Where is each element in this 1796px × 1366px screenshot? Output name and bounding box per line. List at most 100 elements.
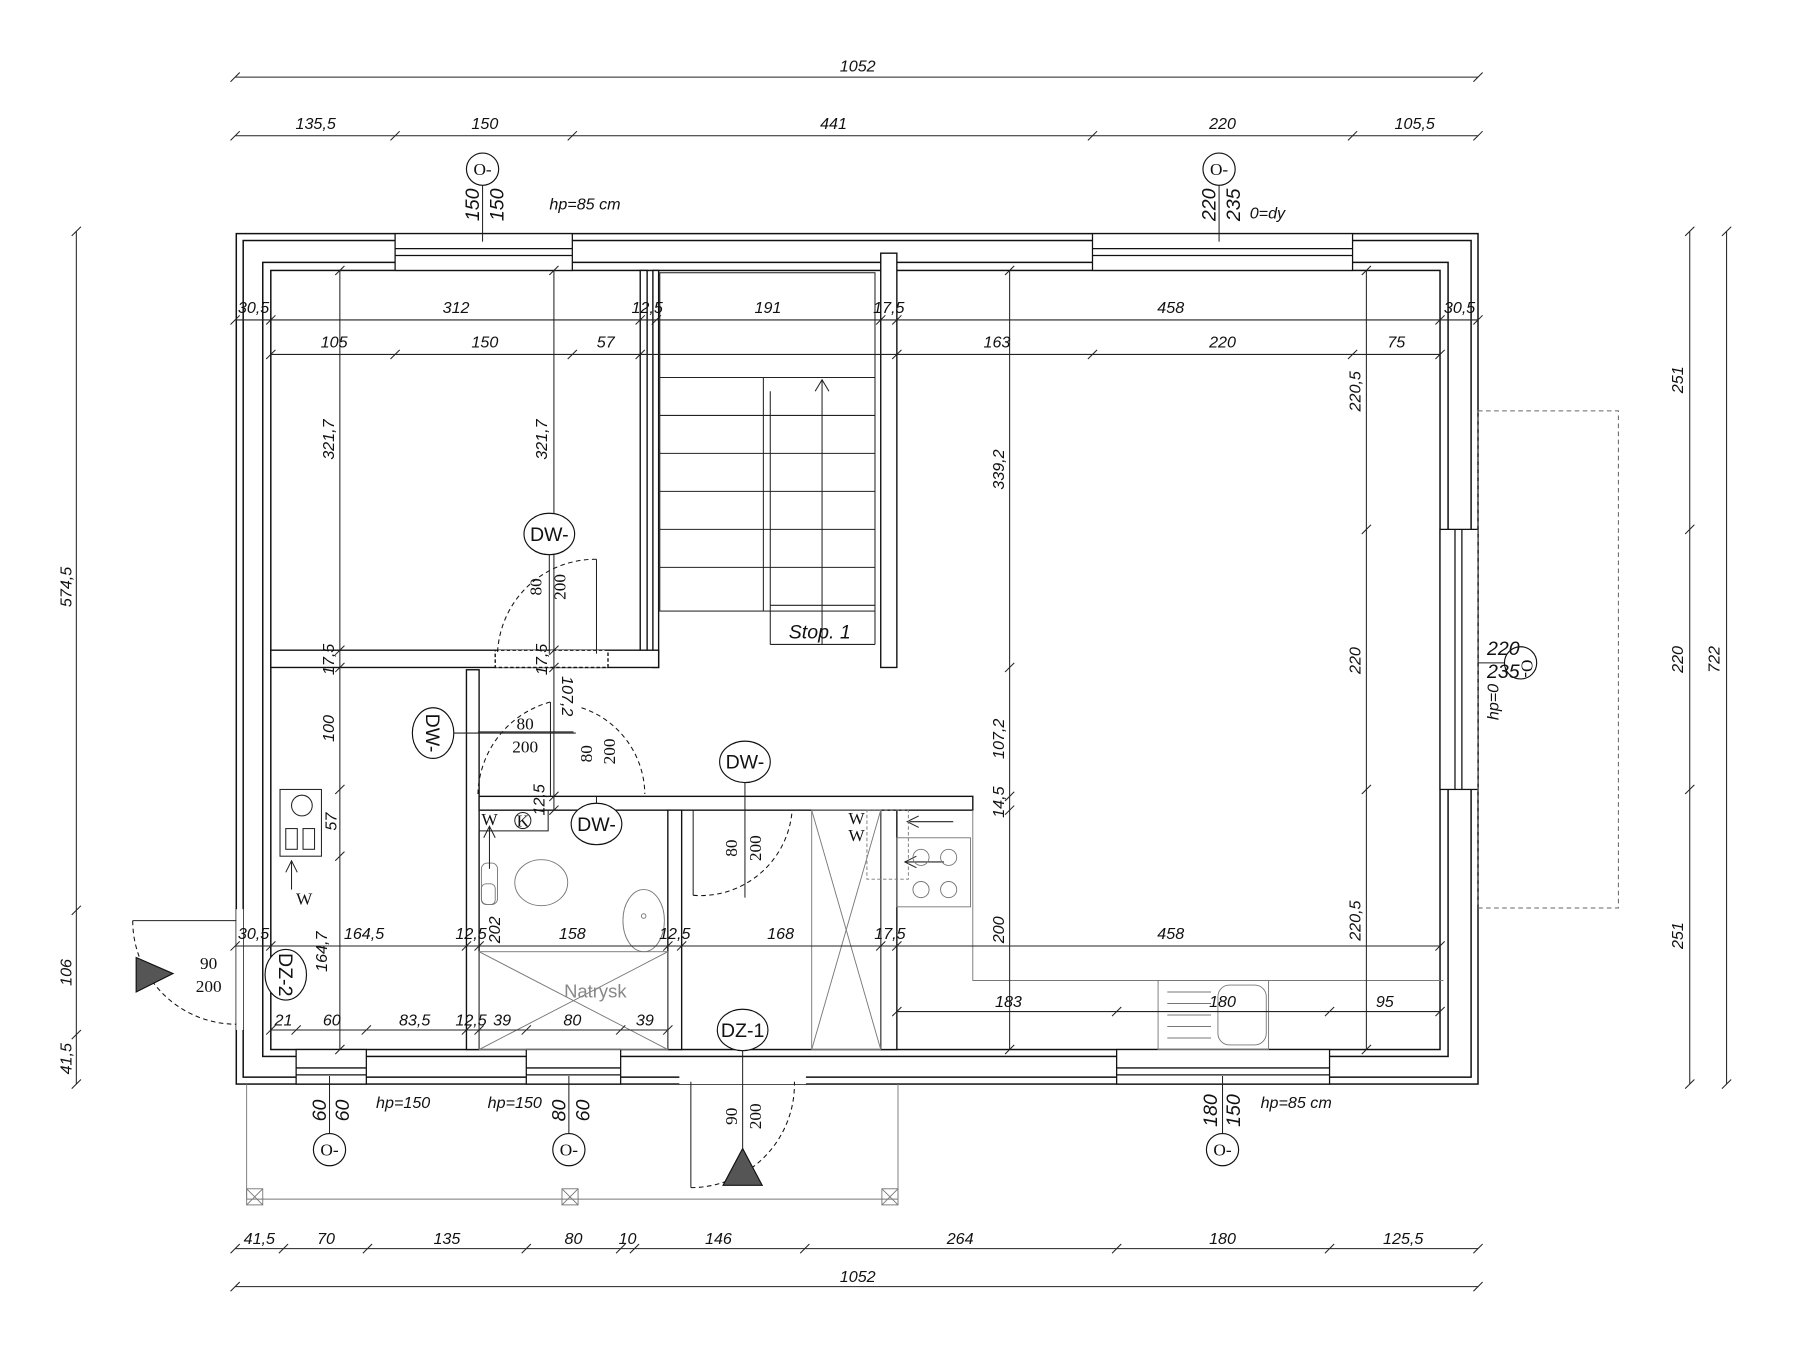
window-height: 235 — [1486, 661, 1520, 683]
k-label: K — [517, 811, 530, 830]
dimension-label: 220,5 — [1347, 371, 1365, 412]
dimension-tick — [1004, 662, 1015, 673]
dimension-label: 12,5 — [531, 784, 549, 815]
dimension-label: 57 — [322, 812, 340, 831]
dimension-tick — [390, 130, 401, 141]
window-sill-height: hp=150 — [376, 1094, 430, 1112]
dimension-label: 125,5 — [1383, 1230, 1423, 1248]
installation-box — [478, 809, 549, 832]
window-width: 180 — [1200, 1094, 1222, 1127]
dimension-tick — [71, 1079, 82, 1090]
window-tag-label: O- — [1213, 1140, 1231, 1159]
k-symbol — [514, 811, 532, 830]
window-tag-circle — [1205, 1132, 1240, 1167]
dimension-tick — [1721, 226, 1732, 237]
dimension-tick — [265, 940, 276, 951]
dimension-label: 180 — [1209, 993, 1236, 1011]
dimension-tick — [615, 1024, 626, 1035]
window-width: 220 — [1486, 638, 1520, 660]
shower — [478, 809, 882, 1050]
dimension-label: 220 — [1208, 115, 1236, 133]
dimension-tick — [1004, 805, 1015, 816]
dimension-label: 146 — [705, 1230, 732, 1248]
w-label: W — [848, 809, 865, 828]
dimension-label: 264 — [946, 1230, 974, 1248]
dimension-tick — [1004, 265, 1015, 276]
dimension-label: 17,5 — [320, 644, 338, 675]
dimension-label: 107,2 — [990, 719, 1008, 759]
dimension-label: 80 — [565, 1230, 583, 1248]
toilet-icon — [480, 859, 569, 907]
dimension-tick — [1361, 265, 1372, 276]
dimension-tick — [548, 265, 559, 276]
door-height: 200 — [746, 835, 765, 861]
dimension-tick — [1324, 1243, 1335, 1254]
dimension-tick — [891, 1006, 902, 1017]
dimension-tick — [1361, 1044, 1372, 1055]
dimension-label: 180 — [1209, 1230, 1236, 1248]
door-tag-label: DZ-2 — [274, 953, 296, 996]
dimension-label: 107,2 — [558, 676, 576, 716]
window-height: 150 — [1223, 1094, 1245, 1127]
dimension-tick — [891, 314, 902, 325]
dimension-tick — [521, 1024, 532, 1035]
dimension-tick — [1347, 130, 1358, 141]
dimension-tick — [265, 1024, 276, 1035]
door-width: 80 — [526, 578, 545, 595]
dimension-tick — [461, 940, 472, 951]
door-swings — [132, 558, 795, 1189]
boiler-icon — [279, 788, 322, 857]
dimension-label: 39 — [493, 1011, 511, 1029]
dimension-label: 200 — [990, 916, 1008, 944]
dimension-label: 574,5 — [58, 567, 76, 607]
dimension-label: 17,5 — [874, 925, 905, 943]
dimension-tick — [1473, 130, 1483, 141]
dimension-tick — [1347, 349, 1358, 360]
dimension-tick — [1473, 1243, 1483, 1254]
dimension-tick — [265, 349, 276, 360]
dimension-label: 150 — [471, 334, 498, 352]
dimension-tick — [635, 314, 646, 325]
door-width: 80 — [722, 840, 741, 857]
terrace — [246, 1084, 899, 1206]
shower-label: Natrysk — [564, 981, 627, 1002]
dimension-tick — [230, 130, 241, 141]
dimension-label: 60 — [323, 1011, 341, 1029]
dimension-tick — [651, 314, 662, 325]
dimension-label: 14,5 — [990, 786, 1008, 817]
door-width: 80 — [577, 745, 596, 762]
dimension-label: 95 — [1376, 993, 1394, 1011]
dimension-label: 41,5 — [58, 1043, 76, 1074]
dimension-tick — [230, 1281, 241, 1292]
dimension-tick — [278, 1243, 289, 1254]
dimension-label: 83,5 — [399, 1011, 430, 1029]
dimension-label: 458 — [1157, 925, 1184, 943]
window-sill-height: hp=150 — [488, 1094, 542, 1112]
dimension-tick — [891, 349, 902, 360]
dimension-label: 220 — [1669, 646, 1687, 674]
dimension-tick — [230, 1243, 241, 1254]
dimension-tick — [334, 265, 345, 276]
dimension-label: 135 — [433, 1230, 460, 1248]
kitchen-counter — [972, 810, 1444, 1050]
dimension-label: 441 — [820, 115, 847, 133]
dimension-tick — [662, 940, 673, 951]
dimension-tick — [676, 940, 687, 951]
door-height: 200 — [550, 574, 569, 600]
dimension-tick — [334, 851, 345, 862]
window-tag-label: O- — [560, 1140, 578, 1159]
door-height: 200 — [196, 977, 222, 996]
dimension-tick — [1721, 1079, 1732, 1090]
dimension-label: 150 — [471, 115, 498, 133]
dimension-tick — [265, 314, 276, 325]
dimension-label: 17,5 — [533, 644, 551, 675]
door-width: 80 — [517, 715, 534, 734]
window-tag-label: O- — [1518, 660, 1537, 678]
dimension-tick — [334, 645, 345, 656]
dimension-tick — [1435, 349, 1445, 360]
dimension-label: 168 — [767, 925, 794, 943]
dimension-label: 10 — [619, 1230, 637, 1248]
window-width: 220 — [1199, 188, 1221, 222]
dimension-tick — [1004, 1044, 1015, 1055]
window-tag-label: O- — [320, 1140, 338, 1159]
